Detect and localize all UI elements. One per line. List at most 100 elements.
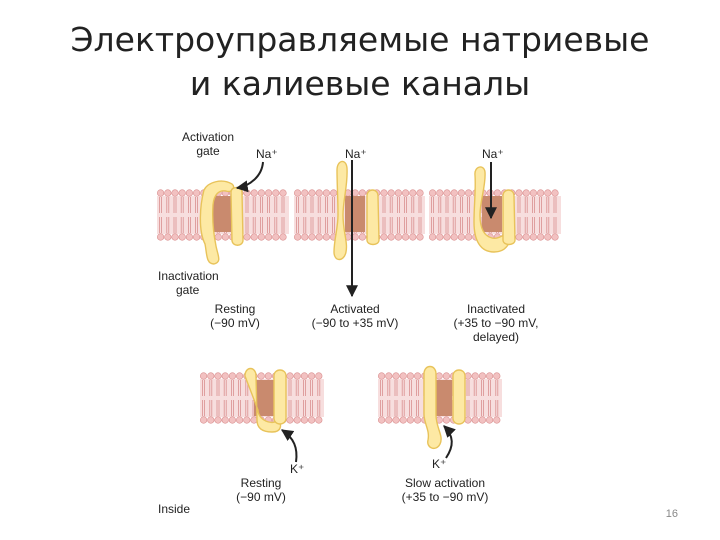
channel-pore	[345, 196, 365, 232]
lipid-head	[416, 233, 424, 241]
lipid-head	[243, 416, 251, 424]
lipid-head	[387, 189, 395, 197]
lipid-head	[294, 189, 302, 197]
lipid-head	[402, 233, 410, 241]
lipid-head	[465, 189, 473, 197]
lipid-head	[436, 189, 444, 197]
lipid-head	[435, 372, 443, 380]
lipid-head	[257, 372, 265, 380]
lipid-head	[536, 189, 545, 197]
k-slow-right-subunit	[452, 369, 466, 425]
lipid-head	[392, 372, 400, 380]
lipid-head	[228, 372, 236, 380]
lipid-head	[394, 233, 403, 241]
lipid-head	[414, 372, 422, 380]
lipid-head	[322, 189, 331, 197]
lipid-head	[493, 189, 502, 197]
lipid-head	[465, 233, 473, 241]
na-resting-left-subunit	[199, 180, 235, 265]
lipid-head	[250, 189, 258, 197]
k-state-resting: Resting(−90 mV)	[236, 476, 286, 504]
lipid-head	[265, 233, 273, 241]
lipid-head	[409, 233, 417, 241]
lipid-head	[399, 372, 407, 380]
lipid-head	[193, 233, 201, 241]
lipid-head	[243, 233, 251, 241]
lipid-head	[308, 233, 316, 241]
lipid-head	[385, 416, 393, 424]
lipid-head	[214, 372, 222, 380]
inside-label: Inside	[158, 502, 191, 516]
lipid-head	[385, 372, 393, 380]
slide-number: 16	[665, 508, 678, 520]
na-resting-right-subunit	[230, 186, 244, 246]
channel-pore	[211, 196, 231, 232]
lipid-head	[207, 416, 215, 424]
lipid-head	[315, 233, 323, 241]
lipid-head	[522, 189, 530, 197]
lipid-head	[171, 233, 179, 241]
k-ion-label-slow: K⁺	[432, 457, 447, 471]
na-inactivated-right-subunit	[502, 189, 516, 246]
lipid-head	[436, 233, 444, 241]
lipid-head	[228, 416, 236, 424]
lipid-head	[315, 189, 323, 197]
lipid-head	[457, 189, 466, 197]
lipid-head	[551, 189, 559, 197]
lipid-head	[399, 416, 407, 424]
lipid-head	[406, 416, 415, 424]
k-resting-left-subunit	[244, 367, 282, 433]
lipid-head	[301, 189, 309, 197]
lipid-head	[272, 189, 280, 197]
na-ion-label-resting: Na⁺	[256, 147, 278, 161]
channel-pore	[254, 380, 274, 416]
lipid-head	[300, 372, 309, 380]
lipid-head	[294, 233, 302, 241]
lipid-head	[322, 233, 331, 241]
lipid-head	[358, 233, 367, 241]
na-state-inactivated: Inactivated(+35 to −90 mV,delayed)	[453, 302, 539, 344]
lipid-head	[416, 189, 424, 197]
lipid-head	[185, 189, 193, 197]
lipid-head	[308, 416, 316, 424]
lipid-head	[450, 233, 458, 241]
k-state-slow-activation: Slow activation(+35 to −90 mV)	[401, 476, 489, 504]
lipid-head	[442, 372, 451, 380]
lipid-head	[157, 189, 165, 197]
lipid-head	[257, 233, 266, 241]
lipid-head	[551, 233, 559, 241]
lipid-head	[529, 233, 538, 241]
lipid-head	[257, 189, 266, 197]
lipid-head	[315, 372, 323, 380]
lipid-head	[429, 189, 437, 197]
lipid-head	[486, 416, 494, 424]
lipid-head	[178, 233, 186, 241]
lipid-head	[178, 189, 186, 197]
lipid-head	[279, 233, 287, 241]
k-slow-arrow	[443, 425, 456, 459]
lipid-head	[221, 416, 229, 424]
lipid-head	[392, 416, 400, 424]
channel-pores	[211, 196, 502, 416]
lipid-head	[171, 189, 179, 197]
lipid-head	[236, 416, 244, 424]
lipid-head	[414, 416, 422, 424]
lipid-head	[486, 372, 494, 380]
lipid-head	[264, 372, 273, 380]
lipid-head	[402, 189, 410, 197]
k-slow-left-subunit	[423, 365, 442, 450]
lipid-head	[529, 189, 538, 197]
lipid-head	[471, 416, 479, 424]
lipid-head	[286, 416, 294, 424]
slide-title: Электроуправляемые натриевые и калиевые …	[0, 18, 720, 106]
lipid-head	[207, 372, 215, 380]
lipid-head	[308, 372, 316, 380]
lipid-head	[221, 233, 229, 241]
lipid-head	[544, 233, 552, 241]
lipid-head	[185, 233, 193, 241]
lipid-head	[250, 233, 258, 241]
lipid-head	[293, 372, 301, 380]
na-activated-left-subunit	[333, 160, 348, 261]
lipid-head	[515, 233, 523, 241]
